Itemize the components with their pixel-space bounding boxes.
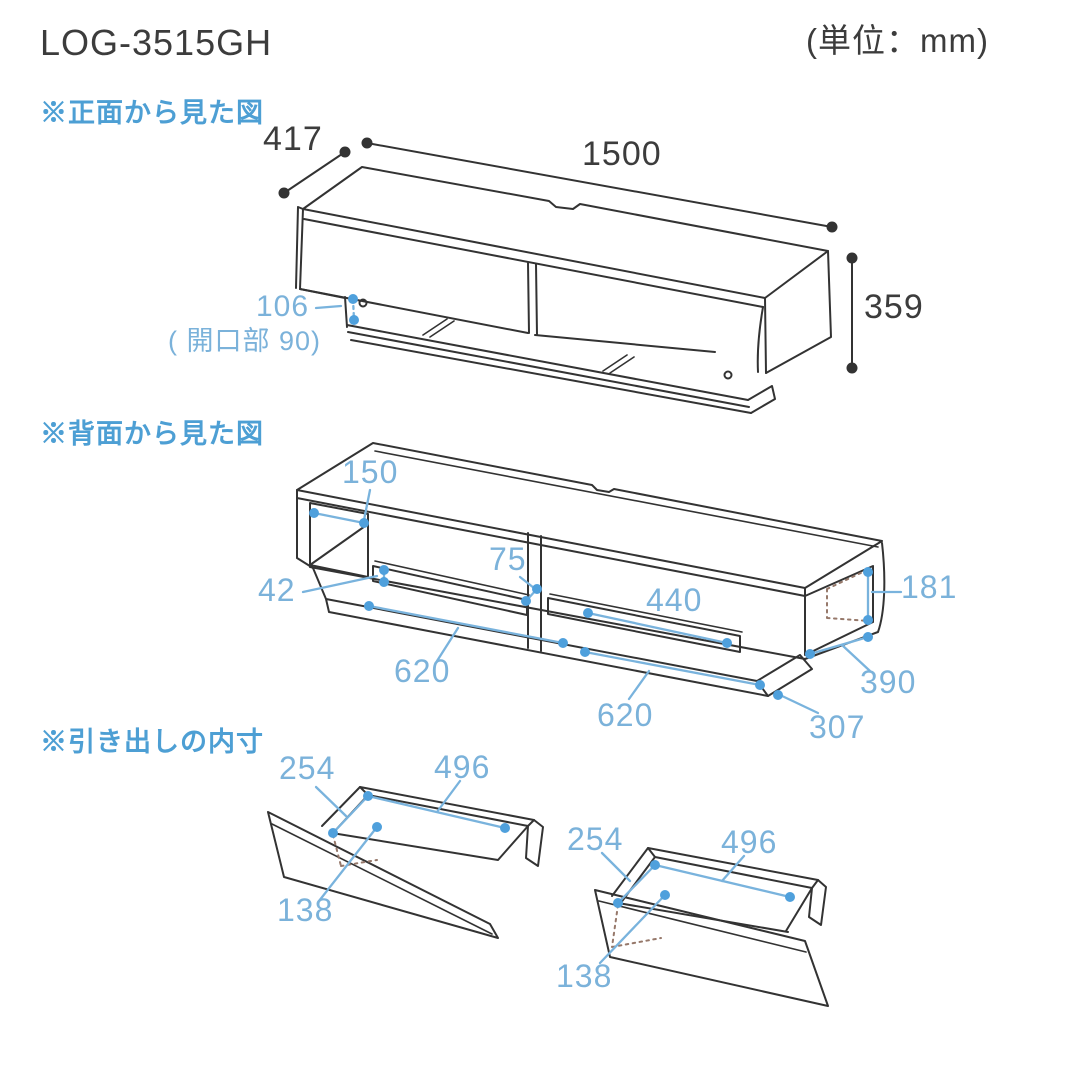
dim-back-rail: 440 [646, 582, 703, 618]
drawer-right-drawing [594, 847, 829, 1007]
page-title: LOG-3515GH [40, 22, 273, 63]
dim-back-left-span: 620 [394, 653, 451, 689]
dim-drawer-right-width: 496 [721, 824, 778, 860]
dim-front-opening-note: ( 開口部 90) [168, 326, 322, 356]
dim-drawer-left-depth: 254 [279, 750, 336, 786]
dim-front-depth: 417 [263, 120, 323, 158]
unit-note: (単位：mm) [806, 22, 989, 59]
drawer-left-drawing [267, 779, 544, 939]
front-dim-dots [278, 137, 858, 374]
dim-back-left-opening: 150 [342, 454, 399, 490]
dim-drawer-right-depth: 254 [567, 821, 624, 857]
dim-drawer-left-height: 138 [277, 892, 334, 928]
dim-back-base-side: 390 [860, 664, 917, 700]
front-view-drawing [278, 137, 858, 414]
section-heading-back: ※背面から見た図 [40, 419, 264, 449]
section-heading-front: ※正面から見た図 [40, 98, 264, 128]
dim-back-bottom-span: 620 [597, 697, 654, 733]
dim-back-center-gap: 75 [489, 541, 527, 577]
dim-front-base-height: 106 [256, 290, 310, 323]
dim-front-height: 359 [864, 288, 924, 326]
section-heading-drawer: ※引き出しの内寸 [40, 727, 264, 757]
dim-drawer-left-width: 496 [434, 749, 491, 785]
dim-back-right-opening: 181 [901, 569, 958, 605]
back-view-drawing [296, 442, 903, 715]
dim-back-lip: 42 [258, 572, 296, 608]
dim-drawer-right-height: 138 [556, 958, 613, 994]
dim-back-base-bottom: 307 [809, 709, 866, 745]
dim-front-width: 1500 [582, 135, 662, 173]
